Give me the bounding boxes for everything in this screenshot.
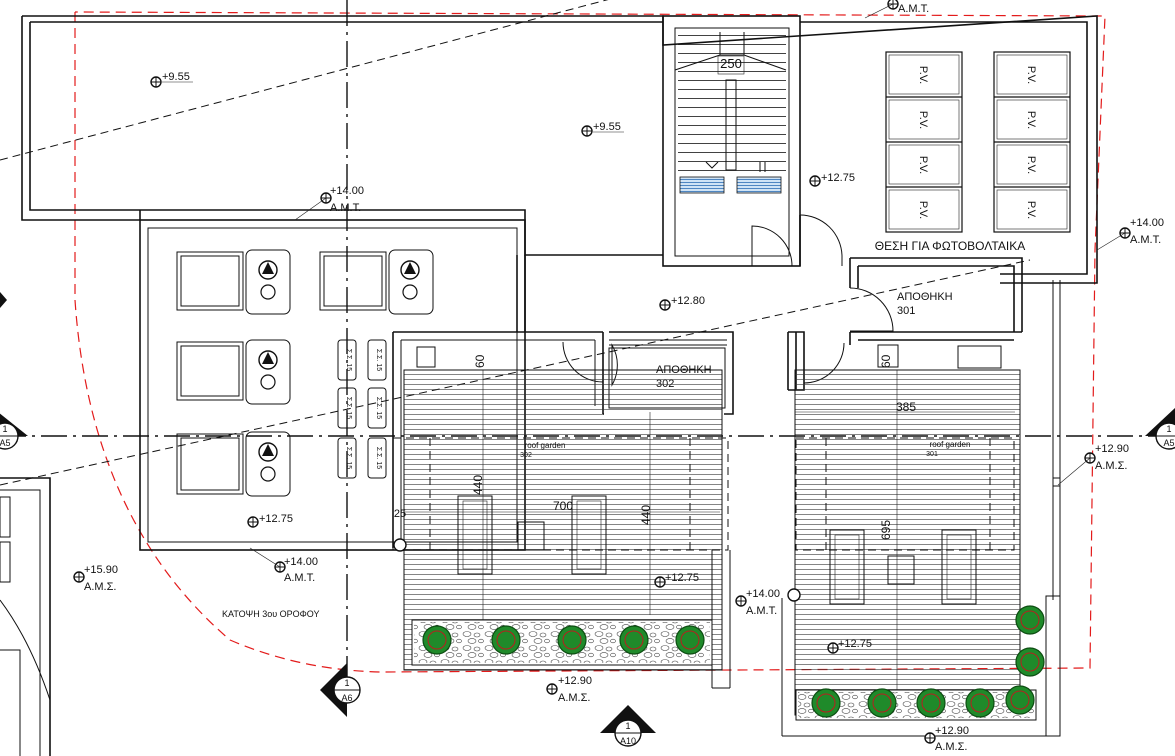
section-num: 1 xyxy=(2,424,7,434)
section-a5-left: A5 xyxy=(0,438,11,448)
pv-label: P.V. xyxy=(917,111,929,129)
dim-695: 695 xyxy=(879,520,893,540)
level-1290-c: +12.90 xyxy=(1095,443,1129,455)
roof-garden-302-label: roof garden xyxy=(525,441,566,450)
dim-700: 700 xyxy=(553,499,573,513)
storage-301-label: ΑΠΟΘΗΚΗ xyxy=(897,291,953,303)
storage-301-walls xyxy=(849,257,1023,332)
level-ams-c: Α.Μ.Σ. xyxy=(935,741,967,753)
level-1400-c: +14.00 xyxy=(746,588,780,600)
wall-left xyxy=(0,477,51,756)
section-num: 1 xyxy=(344,678,349,688)
planters-301 xyxy=(811,605,1045,718)
level-amt-d: Α.Μ.Τ. xyxy=(1130,234,1161,246)
level-1290-a: +12.90 xyxy=(558,675,592,687)
pv-area-label: ΘΕΣΗ ΓΙΑ ΦΩΤΟΒΟΛΤΑΙΚΑ xyxy=(875,239,1025,253)
pv-label: P.V. xyxy=(1025,66,1037,84)
dim-440-2: 440 xyxy=(639,505,653,525)
plan-title: ΚΑΤΟΨΗ 3ου ΟΡΟΦΟΥ xyxy=(222,609,320,619)
level-1280: +12.80 xyxy=(671,295,705,307)
level-1275-b: +12.75 xyxy=(259,513,293,525)
level-1275-d: +12.75 xyxy=(838,638,872,650)
tank-label: Σ.Σ. 15 xyxy=(345,397,352,419)
section-marker-a5-left xyxy=(0,412,28,450)
roof-garden-301-label: roof garden xyxy=(930,440,971,449)
level-1275-a: +12.75 xyxy=(821,172,855,184)
level-1400-b: +14.00 xyxy=(284,556,318,568)
tank-label: Σ.Σ. 15 xyxy=(345,447,352,469)
level-ams-d: Α.Μ.Σ. xyxy=(1095,460,1127,472)
level-amt-a: Α.Μ.Τ. xyxy=(330,202,361,214)
level-ams-b: Α.Μ.Σ. xyxy=(558,692,590,704)
dashed-diagonal-1 xyxy=(0,0,609,161)
section-marker-a6 xyxy=(320,663,361,717)
level-955-a: +9.55 xyxy=(162,71,190,83)
dim-60-right: 60 xyxy=(879,354,893,368)
level-1400-d: +14.00 xyxy=(1130,217,1164,229)
terrace-301-walls xyxy=(787,331,1022,391)
roof-outline xyxy=(22,15,1098,284)
tank-label: Σ.Σ. 15 xyxy=(375,349,382,371)
dim-385: 385 xyxy=(896,400,916,414)
level-1275-c: +12.75 xyxy=(665,572,699,584)
section-num: 1 xyxy=(1166,424,1171,434)
planters-302 xyxy=(422,625,705,655)
section-a10: A10 xyxy=(620,736,636,746)
level-1400-a: +14.00 xyxy=(330,185,364,197)
section-a5-right: A5 xyxy=(1163,438,1174,448)
pv-panels xyxy=(885,51,1071,233)
dim-60-left: 60 xyxy=(473,354,487,368)
level-amt-b: Α.Μ.Τ. xyxy=(284,572,315,584)
pv-label: P.V. xyxy=(1025,156,1037,174)
tank-label: Σ.Σ. 15 xyxy=(345,349,352,371)
solar-water-heaters xyxy=(176,249,434,497)
pv-label: P.V. xyxy=(917,66,929,84)
pv-label: P.V. xyxy=(1025,201,1037,219)
tank-label: Σ.Σ. 15 xyxy=(375,447,382,469)
level-amt-top: Α.Μ.Τ. xyxy=(898,3,929,15)
plot-boundary xyxy=(74,11,1106,673)
pv-label: P.V. xyxy=(917,156,929,174)
level-1290-b: +12.90 xyxy=(935,725,969,737)
section-marker-a10 xyxy=(600,705,656,747)
roof-garden-302-number: 302 xyxy=(520,452,532,459)
level-1590: +15.90 xyxy=(84,564,118,576)
section-a6: A6 xyxy=(341,693,352,703)
stair-dimension: 250 xyxy=(720,56,742,71)
dim-25: 25 xyxy=(394,508,406,520)
level-955-b: +9.55 xyxy=(593,121,621,133)
section-marker-a5-right xyxy=(1145,408,1175,450)
dim-440: 440 xyxy=(471,475,485,495)
storage-301-number: 301 xyxy=(897,305,915,317)
tank-label: Σ.Σ. 15 xyxy=(375,397,382,419)
pv-label: P.V. xyxy=(917,201,929,219)
level-ams-a: Α.Μ.Σ. xyxy=(84,581,116,593)
roof-garden-301-number: 301 xyxy=(926,451,938,458)
stair-core xyxy=(662,15,801,267)
level-amt-c: Α.Μ.Τ. xyxy=(746,605,777,617)
pv-label: P.V. xyxy=(1025,111,1037,129)
section-num: 1 xyxy=(625,721,630,731)
deck-301 xyxy=(795,370,1020,715)
